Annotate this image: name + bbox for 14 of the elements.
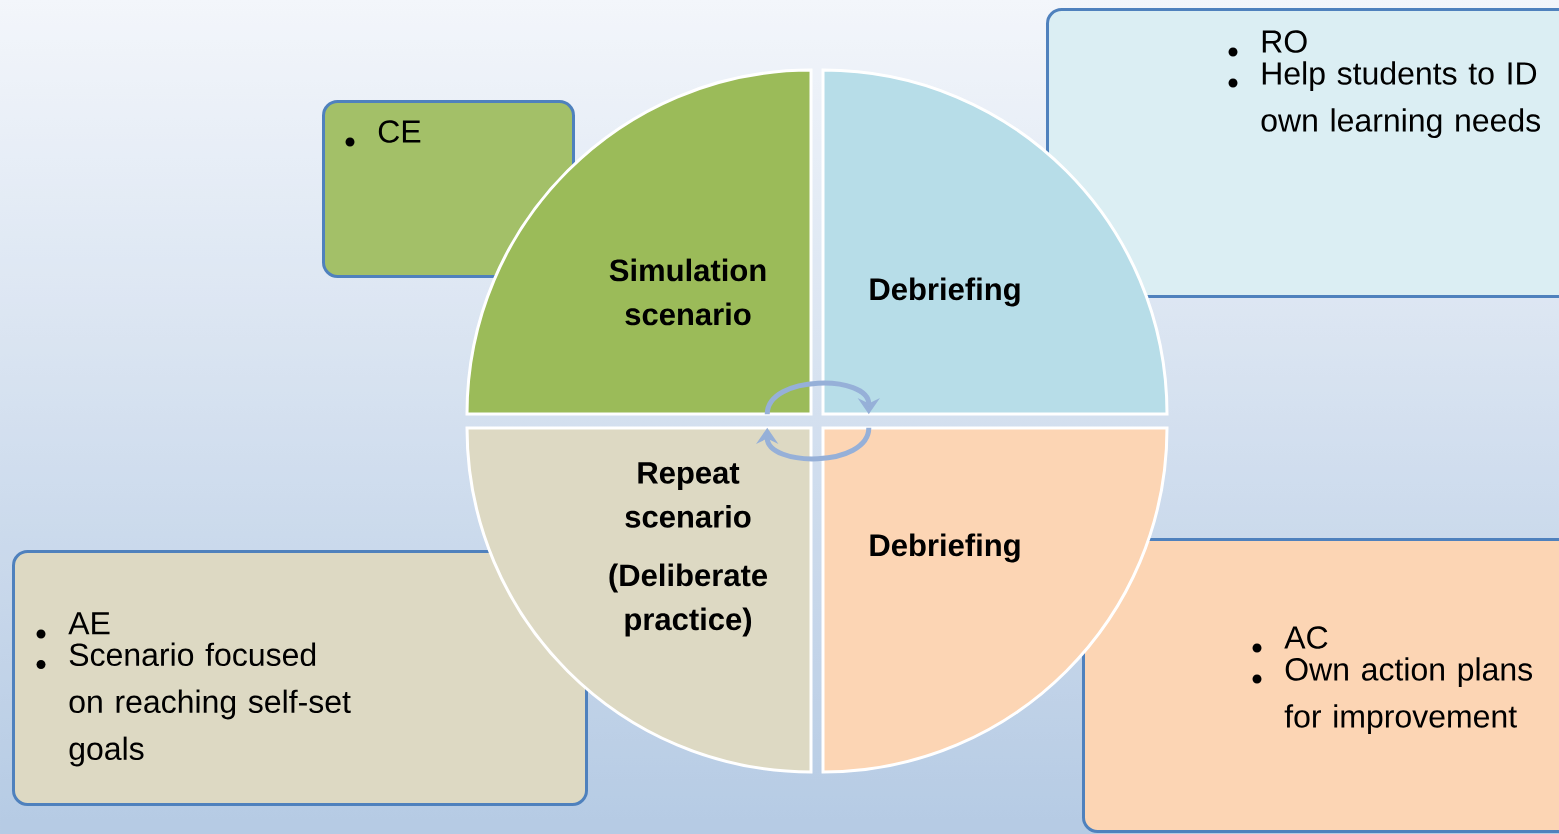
bullet-text: CE: [378, 120, 421, 143]
cycle-arrow: [764, 380, 880, 415]
quadrant-label: Simulation scenario: [609, 258, 766, 326]
bullet-text: Own action plans for improvement: [1284, 657, 1532, 735]
bullet-text: Help students to ID own learning needs: [1261, 61, 1541, 139]
quadrant-label: Debriefing: [870, 277, 1020, 307]
quadrant-label: Repeat scenario: [625, 462, 751, 528]
bullet-text: RO: [1262, 30, 1307, 53]
quadrant-label: Debriefing: [870, 533, 1020, 563]
bullet-text: Scenario focused on reaching self-set goals: [69, 642, 351, 767]
cycle-arrow: [756, 427, 872, 462]
bullet-text: AC: [1284, 626, 1328, 649]
bullet-text: AE: [68, 612, 110, 635]
quadrant-label: (Deliberate practice): [609, 563, 768, 637]
